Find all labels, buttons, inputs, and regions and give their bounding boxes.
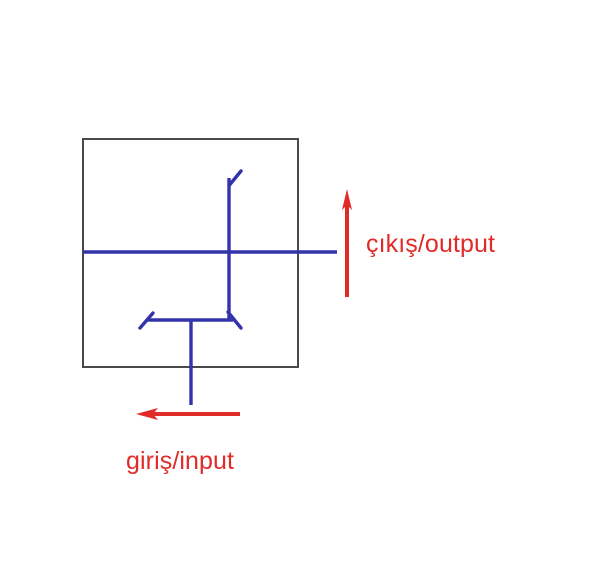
input-label: giriş/input — [126, 447, 235, 475]
lower-right-arrow-barb-icon — [226, 310, 243, 330]
lower-left-arrow-barb-icon — [138, 311, 155, 330]
input-arrow-head-icon — [136, 408, 158, 420]
output-arrow-head-icon — [342, 189, 352, 210]
annotation-arrows — [136, 189, 352, 420]
top-arrow-barb-icon — [227, 169, 243, 187]
arrow-barbs — [138, 169, 243, 330]
signal-network — [83, 178, 337, 405]
output-label: çıkış/output — [366, 230, 496, 258]
